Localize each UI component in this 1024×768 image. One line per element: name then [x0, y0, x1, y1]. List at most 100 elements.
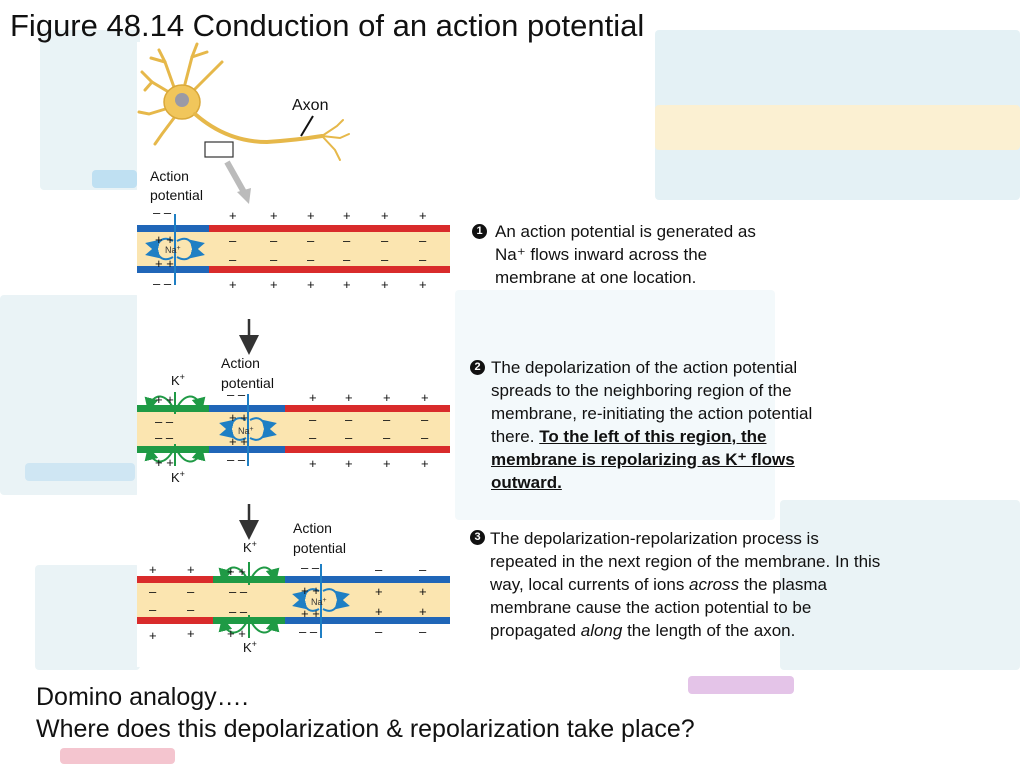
svg-text:–: – [381, 252, 389, 267]
svg-text:–: – [419, 562, 427, 577]
svg-text:Na+: Na+ [165, 245, 181, 256]
background-decoration-panel-bottom-right [780, 500, 1020, 670]
svg-text:+: + [229, 208, 237, 223]
svg-text:+: + [270, 277, 278, 292]
axon-label: Axon [292, 97, 328, 114]
svg-text:+ +: + + [229, 434, 248, 449]
svg-text:–: – [270, 233, 278, 248]
svg-text:+: + [149, 562, 157, 577]
action-potential-label-2b: potential [221, 375, 274, 391]
svg-text:–: – [419, 624, 427, 639]
svg-text:– –: – – [229, 604, 248, 619]
svg-text:–: – [343, 233, 351, 248]
svg-text:–: – [270, 252, 278, 267]
svg-text:+: + [381, 277, 389, 292]
background-decoration-panel-top-left [40, 30, 140, 190]
svg-text:+: + [343, 208, 351, 223]
diagram-canvas: Axon Action potential Na+ – – + + + + + + + +… [137, 42, 450, 655]
svg-text:+: + [270, 208, 278, 223]
svg-text:–: – [307, 252, 315, 267]
action-potential-diagram: Axon Action potential Na+ – – + + + + + + + +… [137, 42, 450, 667]
svg-text:– –: – – [153, 205, 172, 220]
svg-text:– –: – – [153, 276, 172, 291]
step-2-description: The depolarization of the action potenti… [491, 356, 821, 494]
page-title: Figure 48.14 Conduction of an action pot… [10, 8, 645, 43]
svg-text:– –: – – [301, 560, 320, 575]
axon-pointer-line [300, 115, 314, 137]
svg-text:+ +: + + [301, 583, 320, 598]
svg-text:+: + [383, 390, 391, 405]
question-text: Where does this depolarization & repolar… [36, 715, 695, 743]
svg-text:–: – [419, 233, 427, 248]
svg-text:+: + [375, 584, 383, 599]
zoom-arrow-head [237, 188, 251, 204]
svg-text:+: + [149, 628, 157, 643]
k-label-top-panel-2: K+ [171, 372, 185, 388]
step-3-description: The depolarization-repolarization proces… [490, 527, 882, 642]
svg-text:–: – [375, 624, 383, 639]
step-3-along: along [580, 621, 623, 640]
background-decoration-panel-right [455, 290, 775, 520]
action-potential-label-2a: Action [221, 355, 260, 371]
svg-text:– –: – – [227, 387, 246, 402]
svg-text:+ +: + + [155, 392, 174, 407]
svg-text:+ +: + + [301, 606, 320, 621]
svg-text:–: – [345, 412, 353, 427]
svg-text:–: – [309, 412, 317, 427]
step-1-description: An action potential is generated as Na⁺ … [495, 222, 756, 287]
neuron-illustration [137, 42, 350, 161]
step-3-across: across [689, 575, 740, 594]
svg-text:+: + [419, 584, 427, 599]
svg-text:–: – [383, 412, 391, 427]
svg-text:+: + [307, 208, 315, 223]
background-decoration-bar-bottom-left [60, 748, 175, 764]
svg-text:+: + [187, 562, 195, 577]
svg-text:–: – [229, 233, 237, 248]
svg-text:– –: – – [155, 414, 174, 429]
action-potential-label-1b: potential [150, 187, 203, 203]
svg-text:– –: – – [229, 584, 248, 599]
step-3-text-c: the length of the axon. [622, 621, 796, 640]
svg-text:–: – [229, 252, 237, 267]
svg-text:+: + [421, 456, 429, 471]
k-label-top-panel-3: K+ [243, 539, 257, 555]
svg-text:– –: – – [299, 624, 318, 639]
background-decoration-panel-bottom-left [35, 565, 140, 670]
step-2-emphasis: To the left of this region, the membrane… [491, 427, 795, 492]
background-decoration-bar-bottom-right [688, 676, 794, 694]
svg-text:+: + [419, 604, 427, 619]
svg-text:+: + [309, 456, 317, 471]
step-number-3: 3 [470, 530, 485, 545]
svg-text:–: – [421, 412, 429, 427]
svg-text:+: + [419, 277, 427, 292]
svg-text:–: – [381, 233, 389, 248]
svg-text:–: – [383, 430, 391, 445]
domino-analogy-text: Domino analogy…. [36, 683, 249, 711]
step-number-2: 2 [470, 360, 485, 375]
svg-text:–: – [343, 252, 351, 267]
k-label-bottom-panel-2: K+ [171, 469, 185, 485]
step-number-1: 1 [472, 224, 487, 239]
svg-text:–: – [309, 430, 317, 445]
action-potential-label-3b: potential [293, 540, 346, 556]
svg-text:–: – [345, 430, 353, 445]
svg-text:+: + [381, 208, 389, 223]
svg-text:+: + [375, 604, 383, 619]
svg-text:+: + [343, 277, 351, 292]
background-decoration-bar-top-left [92, 170, 137, 188]
svg-text:+: + [345, 456, 353, 471]
svg-text:–: – [187, 584, 195, 599]
svg-text:+: + [309, 390, 317, 405]
svg-text:+ +: + + [227, 626, 246, 641]
step-3-text-a: The depolarization-repolarization proces… [490, 529, 881, 594]
svg-text:– –: – – [227, 452, 246, 467]
background-decoration-band-top-right [655, 105, 1020, 150]
svg-text:+: + [229, 277, 237, 292]
charges-panel-2: + + – – ++++ – – + + –––– – – + + –––– +… [155, 387, 429, 471]
svg-text:–: – [419, 252, 427, 267]
membrane-panel-2: Na+ [137, 392, 450, 466]
svg-text:+: + [419, 208, 427, 223]
svg-text:+: + [307, 277, 315, 292]
svg-text:–: – [149, 602, 157, 617]
svg-text:+ +: + + [227, 564, 246, 579]
